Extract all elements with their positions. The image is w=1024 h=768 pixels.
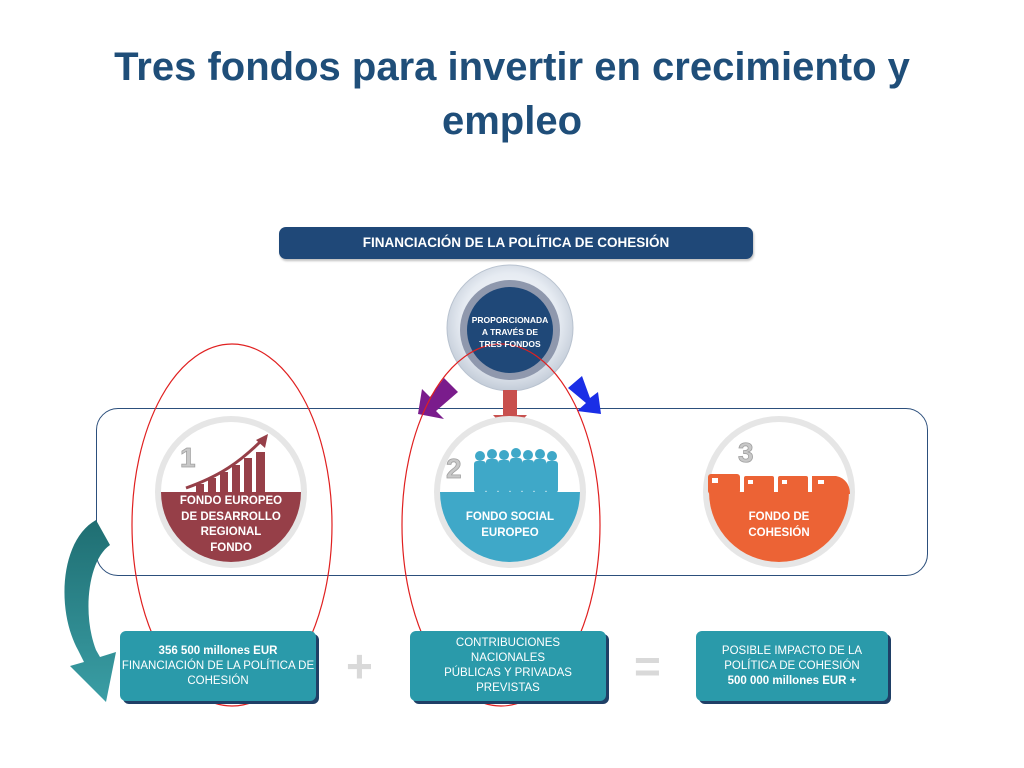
national-contributions-box: CONTRIBUCIONES NACIONALES PÚBLICAS Y PRI… <box>410 631 606 701</box>
fund-3-number: 3 <box>738 437 754 468</box>
fund-2-circle: 2 <box>434 416 586 568</box>
fund-1-number: 1 <box>180 442 196 473</box>
fund-3-label-line: FONDO DE <box>748 511 810 523</box>
fund-1-label: FONDO EUROPEO DE DESARROLLO REGIONAL FON… <box>161 494 301 556</box>
arrow-to-fund-1-icon <box>418 378 458 419</box>
fund-2-label-line: FONDO SOCIAL <box>465 511 555 523</box>
page-title-line-1: Tres fondos para invertir en crecimiento… <box>114 45 910 89</box>
hub-label-line: TRES FONDOS <box>479 339 541 349</box>
page-title-line-2: empleo <box>441 99 583 143</box>
highlight-ellipse-fund-2 <box>401 343 601 707</box>
hub-label: PROPORCIONADA A TRAVÉS DE TRES FONDOS <box>466 314 554 350</box>
funding-amount-value: 356 500 millones EUR <box>158 644 278 657</box>
national-contributions-line: PÚBLICAS Y PRIVADAS <box>444 667 572 679</box>
cohesion-policy-funding-banner: FINANCIACIÓN DE LA POLÍTICA DE COHESIÓN <box>279 227 753 259</box>
fund-1-label-line: FONDO EUROPEO <box>179 495 283 507</box>
equals-operator: = <box>634 640 661 692</box>
fund-3-label: FONDO DE COHESIÓN <box>709 510 849 541</box>
hub-circle <box>446 264 574 392</box>
national-contributions-line: PREVISTAS <box>476 682 540 694</box>
growth-bar-chart-icon <box>185 434 268 493</box>
fund-2-number: 2 <box>446 453 462 484</box>
plus-operator: + <box>346 640 373 692</box>
curved-flow-arrow-icon <box>64 520 116 702</box>
railway-train-icon <box>708 474 850 494</box>
highlight-ellipse-fund-1 <box>131 343 333 707</box>
potential-impact-value: 500 000 millones EUR + <box>727 674 857 687</box>
fund-1-circle: 1 <box>155 416 307 568</box>
national-contributions-line: NACIONALES <box>470 652 546 664</box>
fund-1-label-line: FONDO <box>210 541 252 554</box>
arrow-to-fund-3-icon <box>568 376 601 414</box>
page-title: Tres fondos para invertir en crecimiento… <box>80 40 944 148</box>
potential-impact-line: POLÍTICA DE COHESIÓN <box>724 659 860 672</box>
fund-3-label-line: COHESIÓN <box>748 526 810 539</box>
funding-amount-box: 356 500 millones EUR FINANCIACIÓN DE LA … <box>120 631 316 701</box>
potential-impact-box: POSIBLE IMPACTO DE LA POLÍTICA DE COHESI… <box>696 631 888 701</box>
hub-label-line: A TRAVÉS DE <box>481 327 539 337</box>
hub-label-line: PROPORCIONADA <box>471 315 549 325</box>
fund-2-label-line: EUROPEO <box>481 526 539 539</box>
crowd-of-people-icon <box>474 448 558 493</box>
potential-impact-line: POSIBLE IMPACTO DE LA <box>721 644 863 657</box>
national-contributions-line: CONTRIBUCIONES <box>455 637 561 649</box>
fund-2-label: FONDO SOCIAL EUROPEO <box>440 510 580 541</box>
fund-1-label-line: REGIONAL <box>200 526 262 538</box>
funding-amount-line: COHESIÓN <box>187 674 249 687</box>
fund-1-label-line: DE DESARROLLO <box>181 510 281 523</box>
funding-amount-line: FINANCIACIÓN DE LA POLÍTICA DE <box>121 659 315 672</box>
